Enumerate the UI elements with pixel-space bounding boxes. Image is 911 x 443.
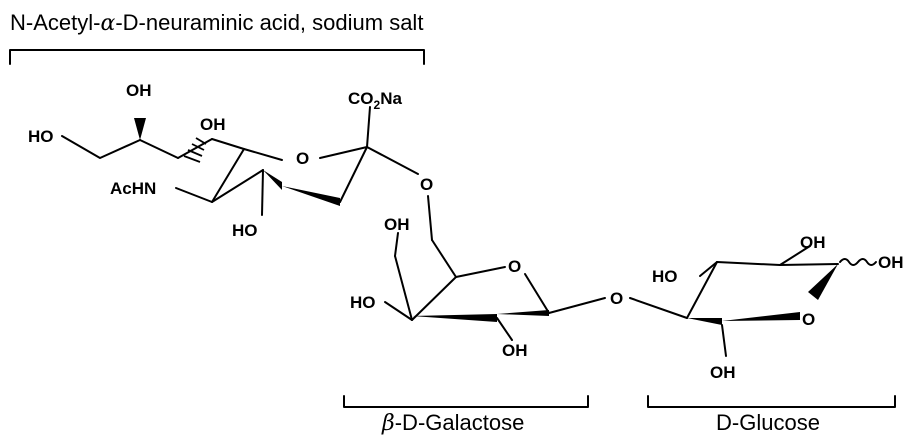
ho-side-left: HO <box>28 127 54 146</box>
neu-side-chain <box>61 135 141 159</box>
glc-ring-oxygen: O <box>802 310 815 329</box>
oh-glc-top: OH <box>800 233 826 252</box>
oh-side-mid: OH <box>200 115 226 134</box>
galactose-caption: β-D-Galactose <box>382 410 525 436</box>
wedge-gal-ring-front <box>412 314 497 322</box>
wedge-gal-ring-right <box>497 310 549 316</box>
glucose-caption: D-Glucose <box>716 410 820 435</box>
ho-neu-bottom: HO <box>232 221 258 240</box>
hash-neu-oh <box>195 137 207 145</box>
ho-gal-left: HO <box>350 293 376 312</box>
wedge-glc-anomeric <box>808 264 838 300</box>
oh-gal-bottom: OH <box>502 341 528 360</box>
wedge-glc-ring-front <box>722 312 800 321</box>
wedge-glc-ring-left <box>687 318 722 325</box>
ho-glc-left: HO <box>652 267 678 286</box>
oh-gal-top: OH <box>384 215 410 234</box>
oh-side-top: OH <box>126 81 152 100</box>
neu-ring-oxygen: O <box>296 149 309 168</box>
acetamido-label: AcHN <box>110 179 156 198</box>
molecule-title: N-Acetyl-α-D-neuraminic acid, sodium sal… <box>10 10 424 36</box>
anomeric-wavy-bond <box>839 258 877 266</box>
gal-ring-oxygen: O <box>508 257 521 276</box>
galactose-bracket <box>343 395 589 408</box>
glycosidic-oxygen-2: O <box>610 289 623 308</box>
neuraminic-bracket <box>9 49 425 65</box>
oh-glc-bottom: OH <box>710 363 736 382</box>
oh-glc-right: OH <box>878 253 904 272</box>
glycosidic-oxygen-1: O <box>420 175 433 194</box>
wedge-neu-ring-bottom <box>282 186 340 206</box>
glucose-bracket <box>647 395 896 408</box>
wedge-neu-ring-left <box>263 170 282 190</box>
atom-labels: OH HO OH CO2Na O AcHN HO O OH O HO OH O … <box>28 81 904 382</box>
wedge-side-chain <box>134 118 146 140</box>
carboxylate-label: CO2Na <box>348 89 402 112</box>
